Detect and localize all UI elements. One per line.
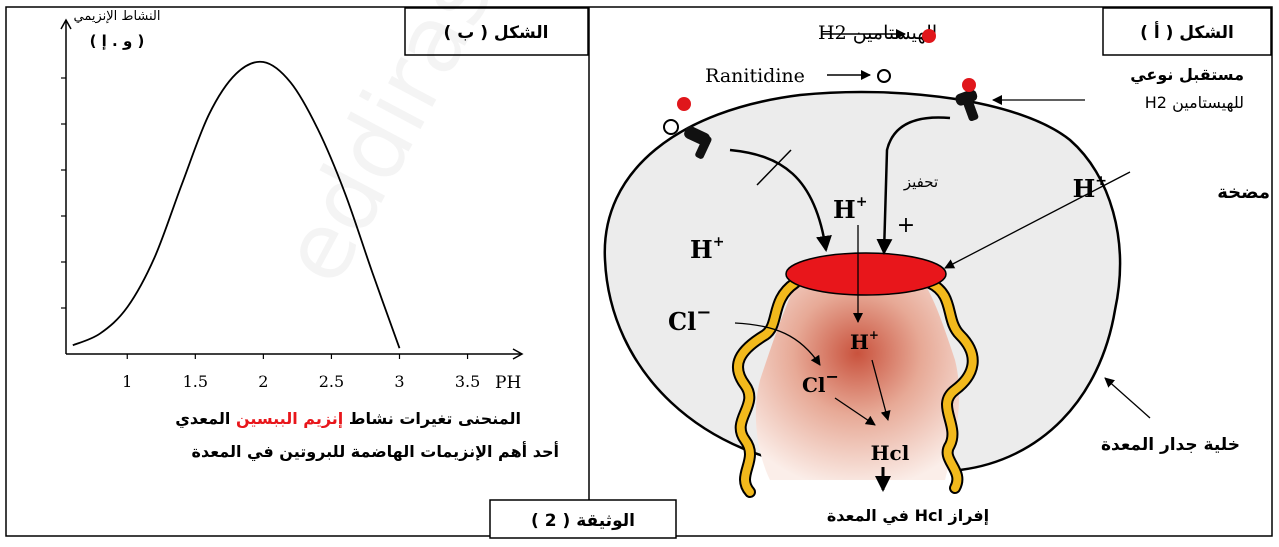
- chart-axes: [60, 18, 524, 360]
- x-tick-label: 1.5: [183, 372, 208, 391]
- ranitidine-legend-dot: [877, 69, 891, 83]
- histamine-legend-dot: [922, 29, 936, 43]
- caption-suffix: المعدي: [175, 409, 236, 429]
- x-tick-label: 1: [122, 372, 132, 391]
- pump-label: مضخة: [1217, 182, 1270, 203]
- secretion-label: إفراز Hcl في المعدة: [827, 506, 989, 526]
- cl-ion-lumen: Cl−: [802, 367, 839, 397]
- cl-ion-outside: Cl−: [668, 302, 711, 336]
- histamine-legend-label: الهيستامين H2: [818, 22, 937, 44]
- block-mark: [756, 149, 792, 186]
- x-axis-label: PH: [495, 373, 521, 393]
- receptor-label-line1: مستقبل نوعي: [1130, 65, 1244, 85]
- blocked-path-arrow: [729, 148, 832, 252]
- h-ion-top: H+: [833, 194, 867, 224]
- proton-pump: [785, 252, 947, 296]
- caption-highlight: إنزيم الببسين: [236, 409, 343, 428]
- y-axis-arrowhead: [60, 18, 72, 30]
- y-axis-unit: ( و . إ ): [90, 32, 145, 50]
- stimulation-arrow: [876, 116, 951, 255]
- caption-prefix: المنحنى تغيرات نشاط: [343, 409, 521, 428]
- x-tick-label: 3.5: [455, 372, 480, 391]
- plus-sign: +: [897, 213, 915, 238]
- panel-a-label-box: [1102, 7, 1272, 56]
- chart-caption-line2: أحد أهم الإنزيمات الهاضمة للبروتين في ال…: [192, 441, 559, 462]
- h-ion-lumen: H+: [850, 328, 879, 354]
- document-label: الوثيقة ( 2 ): [531, 511, 635, 531]
- panel-b-label: الشكل ( ب ): [444, 23, 549, 43]
- cell-label: خلية جدار المعدة: [1101, 435, 1240, 455]
- panel-a-label: الشكل ( أ ): [1140, 21, 1234, 43]
- y-axis-title: النشاط الإنزيمي: [74, 9, 161, 24]
- x-axis-arrowhead: [512, 348, 524, 360]
- panel-a: الشكل ( أ ) الهيستامين H2 Ranitidine: [603, 7, 1272, 526]
- series-line-0: [72, 60, 401, 349]
- x-tick-label: 2.5: [319, 372, 344, 391]
- membrane-right: [926, 279, 977, 492]
- histamine-dot-left: [677, 97, 691, 111]
- chart-caption-line1: المنحنى تغيرات نشاط إنزيم الببسين المعدي: [175, 409, 521, 429]
- x-tick-label: 3: [394, 372, 404, 391]
- document-label-box: [489, 499, 677, 539]
- pump-arrow: [944, 171, 1131, 269]
- receptor-label-line2: للهيستامين H2: [1145, 93, 1244, 113]
- h-to-hcl-arrow: [871, 359, 891, 421]
- hcl-label: Hcl: [871, 441, 910, 465]
- ranitidine-bound: [663, 119, 679, 135]
- chart-lines: [72, 60, 401, 349]
- h-ion-left: H+: [690, 234, 724, 264]
- lumen: [755, 285, 960, 480]
- cell-label-arrow: [1104, 377, 1151, 419]
- x-tick-label: 2: [258, 372, 268, 391]
- chart-ticks: 1 1.5 2 2.5 3 3.5: [61, 77, 480, 391]
- stimulation-label: تحفيز: [903, 173, 938, 191]
- ranitidine-legend-label: Ranitidine: [705, 65, 805, 87]
- membrane-left: [733, 279, 799, 496]
- pump-ion-label: H+: [1073, 173, 1107, 203]
- panel-b-label-box: [404, 7, 589, 56]
- receptor-right: [955, 89, 979, 122]
- cl-transport-arrow: [734, 322, 821, 366]
- cl-to-hcl-arrow: [834, 397, 876, 426]
- receptor-left: [684, 126, 712, 159]
- histamine-dot-right: [962, 78, 976, 92]
